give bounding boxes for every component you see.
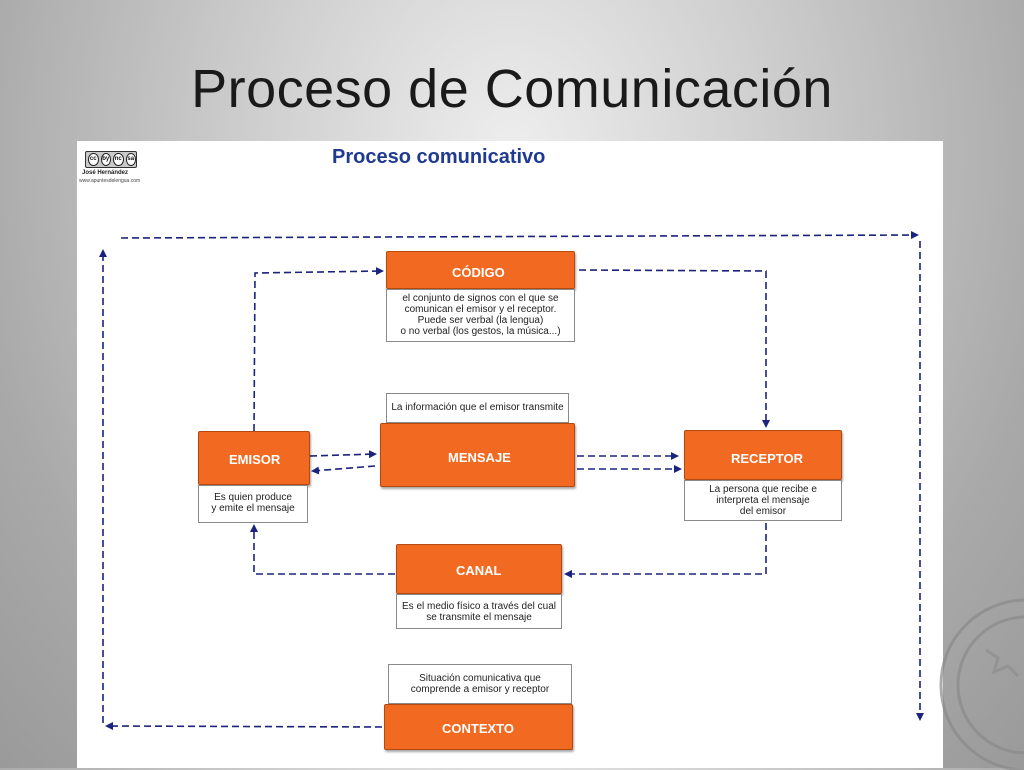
receptor-desc-line: interpreta el mensaje [716, 495, 810, 506]
codigo-description: el conjunto de signos con el que se comu… [386, 289, 575, 342]
mensaje-desc-line: La información que el emisor transmite [391, 402, 564, 413]
mensaje-box: MENSAJE [380, 423, 575, 487]
contexto-desc-line: Situación comunicativa que [419, 673, 541, 684]
contexto-box: CONTEXTO [384, 704, 573, 750]
emisor-desc-line: Es quien produce [214, 492, 292, 503]
outer-bottom-left-arrow [105, 722, 383, 731]
emisor-desc-line: y emite el mensaje [211, 503, 295, 514]
cc-icon: cc [88, 153, 99, 166]
connector-arrows [99, 231, 924, 731]
contexto-description: Situación comunicativa que comprende a e… [388, 664, 572, 704]
receptor-to-canal-arrow [564, 523, 767, 578]
canal-label: CANAL [456, 563, 502, 578]
diagram-title: Proceso comunicativo [332, 146, 546, 168]
codigo-desc-line: el conjunto de signos con el que se [402, 293, 559, 304]
mensaje-label: MENSAJE [448, 450, 511, 465]
canal-description: Es el medio físico a través del cual se … [396, 594, 562, 629]
emisor-to-mensaje-arrow [309, 450, 377, 459]
license-author: José Hernández [82, 170, 129, 176]
sa-icon: sa [125, 153, 136, 166]
canal-to-emisor-arrow [250, 524, 395, 575]
seal-watermark-icon [939, 598, 1024, 770]
emisor-to-codigo-arrow [253, 267, 384, 432]
canal-desc-line: se transmite el mensaje [426, 612, 532, 623]
codigo-desc-line: Puede ser verbal (la lengua) [417, 315, 544, 326]
receptor-box: RECEPTOR [684, 430, 842, 480]
emisor-description: Es quien produce y emite el mensaje [198, 485, 308, 523]
canal-box: CANAL [396, 544, 562, 594]
diagram-panel: cc by nc sa José Hernández www.apuntesde… [77, 141, 943, 768]
canal-desc-line: Es el medio físico a través del cual [402, 601, 556, 612]
slide-title: Proceso de Comunicación [191, 59, 833, 119]
emisor-label: EMISOR [229, 452, 281, 467]
by-icon: by [100, 153, 111, 166]
outer-top-right-arrow [120, 231, 919, 240]
cc-license-badge: cc by nc sa [85, 151, 137, 168]
mensaje-to-emisor-arrow [311, 465, 376, 475]
receptor-desc-line: La persona que recibe e [709, 484, 817, 495]
emisor-box: EMISOR [198, 431, 310, 485]
contexto-label: CONTEXTO [442, 721, 514, 736]
contexto-desc-line: comprende a emisor y receptor [410, 684, 550, 695]
codigo-box: CÓDIGO [386, 251, 575, 289]
mensaje-description: La información que el emisor transmite [386, 393, 569, 423]
receptor-description: La persona que recibe e interpreta el me… [684, 480, 842, 521]
codigo-desc-line: o no verbal (los gestos, la música...) [400, 326, 561, 337]
license-site: www.apuntesdelengua.com [79, 178, 141, 184]
codigo-desc-line: comunican el emisor y el receptor. [404, 304, 557, 315]
receptor-label: RECEPTOR [731, 451, 803, 466]
receptor-desc-line: del emisor [739, 506, 787, 517]
codigo-label: CÓDIGO [452, 265, 505, 280]
nc-icon: nc [113, 153, 124, 166]
codigo-to-receptor-arrow [578, 269, 770, 428]
